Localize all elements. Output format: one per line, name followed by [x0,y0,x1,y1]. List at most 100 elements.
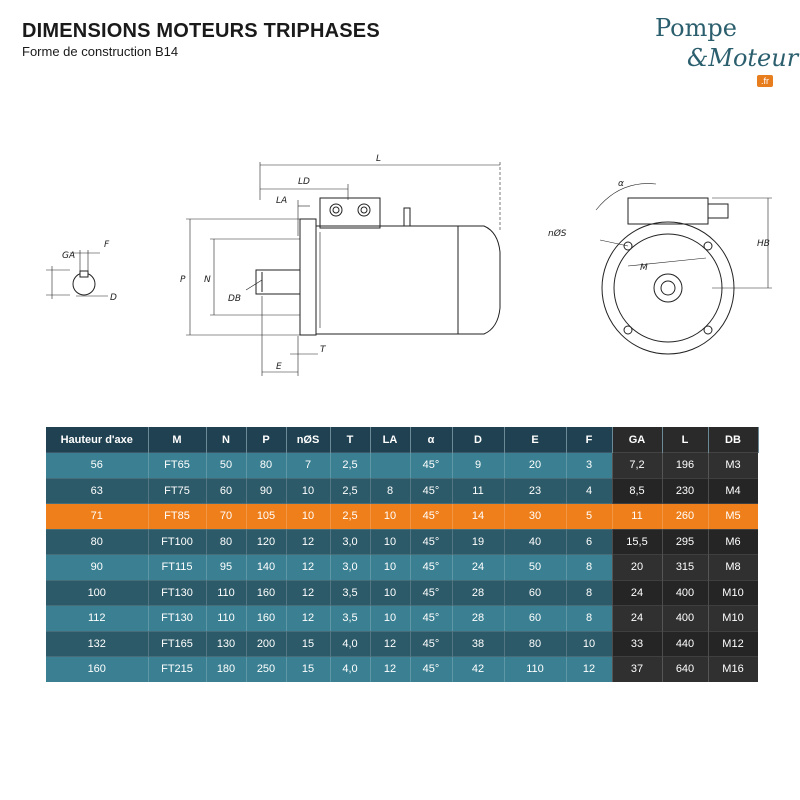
table-cell: 20 [504,452,567,478]
table-cell: 90 [46,554,149,580]
table-cell: 100 [46,579,149,606]
table-cell: 80 [246,452,287,478]
table-cell: M10 [708,605,759,631]
table-cell: 8 [370,477,411,504]
table-cell: 440 [662,630,709,657]
table-cell [370,452,411,478]
table-cell: 90 [246,477,287,504]
table-cell: 230 [662,477,709,504]
table-cell: 3,0 [330,554,371,580]
table-cell: 10 [370,554,411,580]
table-cell: 3,5 [330,579,371,606]
column-header: N [206,427,247,453]
table-cell: 8 [566,554,613,580]
label-m: M [640,263,648,273]
label-t: T [320,345,327,355]
table-cell: 45° [410,605,453,631]
column-header: GA [612,427,663,453]
table-cell: 12 [286,579,331,606]
page-title: DIMENSIONS MOTEURS TRIPHASES [22,20,380,42]
table-cell: 24 [612,579,663,606]
table-cell: 7 [286,452,331,478]
table-cell: 7,2 [612,452,663,478]
table-cell: 80 [206,528,247,555]
table-cell: 28 [452,579,505,606]
table-cell: 160 [246,579,287,606]
table-cell: 45° [410,579,453,606]
table-cell: 10 [286,503,331,529]
table-cell: 45° [410,528,453,555]
table-cell: 110 [206,579,247,606]
table-cell: FT65 [148,452,207,478]
table-cell: 10 [370,605,411,631]
table-cell: 2,5 [330,503,371,529]
label-d: D [110,293,117,303]
table-cell: 42 [452,656,505,682]
table-cell: 140 [246,554,287,580]
label-n: N [204,275,211,285]
table-cell: 132 [46,630,149,657]
table-cell: 23 [504,477,567,504]
table-cell: M4 [708,477,759,504]
table-cell: M8 [708,554,759,580]
table-cell: 24 [452,554,505,580]
table-cell: 12 [286,528,331,555]
column-header: E [504,427,567,453]
label-p: P [180,275,186,285]
label-alpha: α [618,179,624,189]
table-cell: 40 [504,528,567,555]
table-cell: 9 [452,452,505,478]
brand-logo[interactable]: Pompe &Moteur .fr [653,14,798,94]
table-cell: 70 [206,503,247,529]
table-cell: 6 [566,528,613,555]
table-cell: 63 [46,477,149,504]
table-cell: 50 [504,554,567,580]
label-db: DB [228,294,241,304]
shaft-section-view [46,250,108,299]
table-cell: FT130 [148,605,207,631]
table-cell: 95 [206,554,247,580]
table-cell: 400 [662,605,709,631]
table-cell: FT100 [148,528,207,555]
table-cell: 56 [46,452,149,478]
technical-drawing: GA F D L LD LA P N DB T E α nØS HB M [0,140,800,400]
table-cell: 260 [662,503,709,529]
column-header: P [246,427,287,453]
table-cell: 10 [566,630,613,657]
table-cell: 15,5 [612,528,663,555]
table-cell: 112 [46,605,149,631]
table-cell: M16 [708,656,759,682]
table-cell: 11 [452,477,505,504]
table-cell: 12 [370,630,411,657]
table-cell: 45° [410,503,453,529]
table-cell: 10 [286,477,331,504]
table-cell: FT75 [148,477,207,504]
page-subtitle: Forme de construction B14 [22,44,179,59]
table-cell: 4,0 [330,656,371,682]
table-cell: 12 [566,656,613,682]
table-cell: 4,0 [330,630,371,657]
table-cell: FT165 [148,630,207,657]
motor-side-view [186,162,501,376]
table-cell: 12 [370,656,411,682]
label-e: E [276,362,282,372]
table-cell: M5 [708,503,759,529]
table-cell: M10 [708,579,759,606]
table-cell: 45° [410,452,453,478]
table-cell: 2,5 [330,452,371,478]
table-cell: 19 [452,528,505,555]
table-cell: 250 [246,656,287,682]
table-cell: 45° [410,656,453,682]
table-cell: 640 [662,656,709,682]
table-cell: 3 [566,452,613,478]
table-cell: M3 [708,452,759,478]
table-cell: 28 [452,605,505,631]
